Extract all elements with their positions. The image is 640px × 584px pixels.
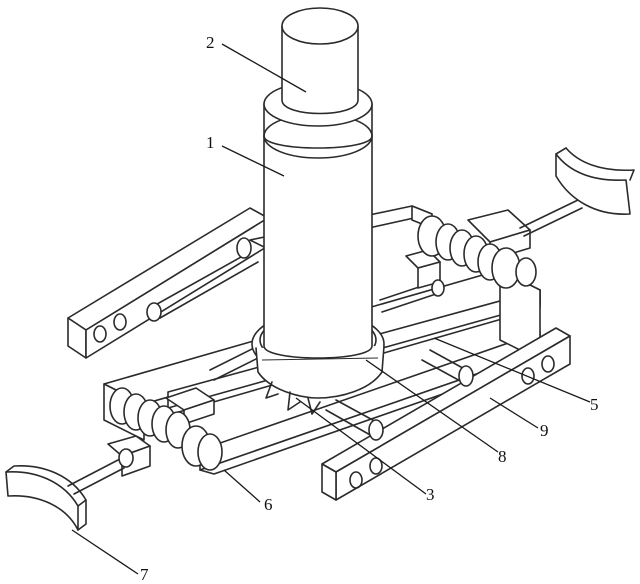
right-spring-assembly: [405, 199, 583, 297]
label-3: 3: [426, 485, 435, 504]
top-motor: [281, 7, 359, 115]
right-clamp-shoe: [555, 147, 635, 215]
left-spring-assembly: [67, 387, 223, 495]
label-8: 8: [498, 447, 507, 466]
guide-rods: [146, 237, 443, 381]
label-7: 7: [140, 565, 149, 584]
label-6: 6: [264, 495, 273, 514]
part-labels: 2 1 3 5 6 7 8 9: [140, 33, 599, 584]
main-cylinder: [263, 81, 373, 359]
left-clamp-shoe: [5, 465, 87, 531]
leader-lines: [71, 43, 591, 575]
label-5: 5: [590, 395, 599, 414]
front-right-plate: [321, 327, 571, 501]
label-2: 2: [206, 33, 215, 52]
back-left-plate: [67, 207, 269, 359]
label-1: 1: [206, 133, 215, 152]
label-9: 9: [540, 421, 549, 440]
